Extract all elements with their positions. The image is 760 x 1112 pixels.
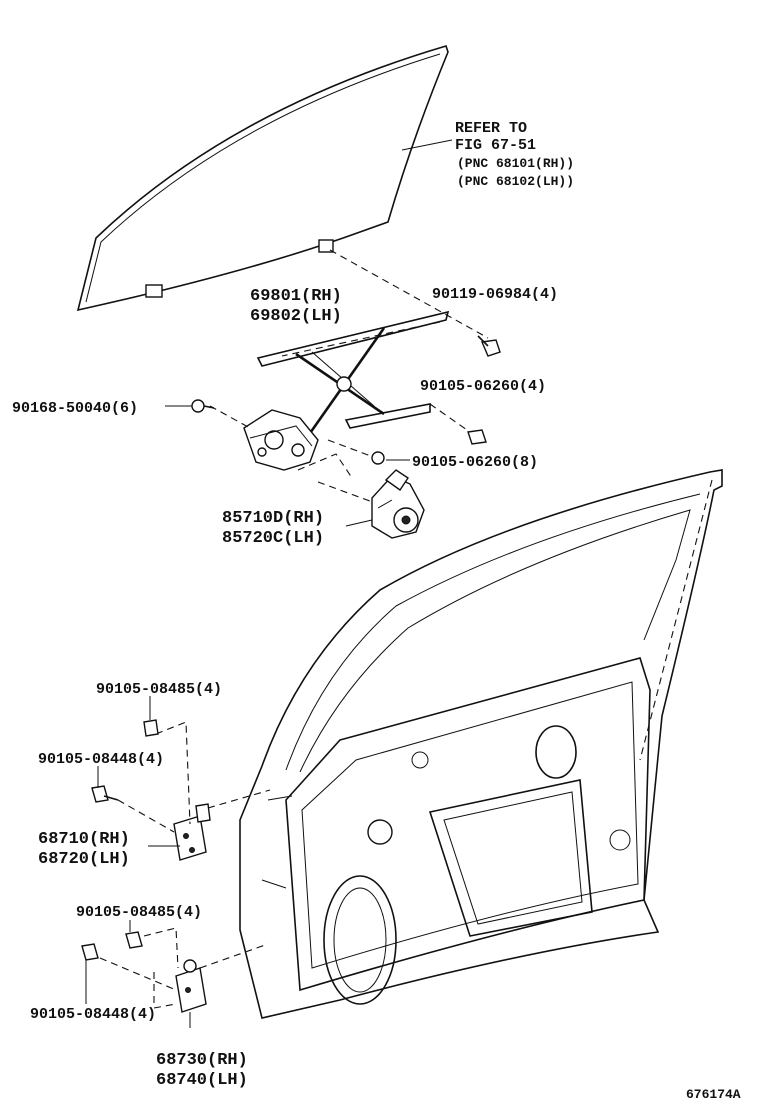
bolt-90105-06260-8-label: 90105-06260(8): [412, 454, 538, 471]
upper-bolt-a-label: 90105-08485(4): [96, 681, 222, 698]
upper-hinge-label-rh: 68710(RH): [38, 830, 130, 849]
lower-hinge-dashed-links: [99, 927, 269, 1009]
upper-bolt-b-label: 90105-08448(4): [38, 751, 164, 768]
regulator-label-lh: 69802(LH): [250, 307, 342, 326]
bolt-90119-label: 90119-06984(4): [432, 286, 558, 303]
door-panel: [239, 469, 723, 1019]
upper-hinge-dashed-links: [117, 721, 271, 833]
refer-line-3: (PNC 68101(RH)): [457, 156, 574, 171]
bolt-90105-06260-4-icon: [467, 429, 487, 445]
regulator-label-rh: 69801(RH): [250, 287, 342, 306]
regulator-motor: [371, 469, 425, 539]
motor-label-lh: 85720C(LH): [222, 529, 324, 548]
lower-bolt-b-icon: [81, 943, 99, 961]
bolt-90119-icon: [477, 335, 501, 357]
lower-hinge: [175, 959, 207, 1013]
regulator-dashed-links: [209, 249, 489, 505]
figure-id: 676174A: [686, 1087, 741, 1102]
refer-leader: [401, 139, 453, 151]
lower-bolt-b-label: 90105-08448(4): [30, 1006, 156, 1023]
window-regulator: [243, 310, 450, 471]
lower-bolt-a-label: 90105-08485(4): [76, 904, 202, 921]
upper-bolt-a-icon: [143, 719, 159, 737]
upper-bolt-b-icon: [91, 785, 119, 803]
motor-label-rh: 85710D(RH): [222, 509, 324, 528]
bolt-90105-06260-8-icon: [371, 451, 385, 465]
refer-line-1: REFER TO: [455, 120, 527, 137]
upper-hinge-label-lh: 68720(LH): [38, 850, 130, 869]
door-glass: [76, 45, 449, 312]
refer-line-4: (PNC 68102(LH)): [457, 174, 574, 189]
lower-hinge-label-rh: 68730(RH): [156, 1051, 248, 1070]
bolt-90168-label: 90168-50040(6): [12, 400, 138, 417]
refer-line-2: FIG 67-51: [455, 137, 536, 154]
lower-hinge-label-lh: 68740(LH): [156, 1071, 248, 1090]
lower-bolt-a-icon: [125, 931, 143, 949]
bolt-90105-06260-4-label: 90105-06260(4): [420, 378, 546, 395]
leader-motor: [345, 519, 373, 527]
upper-hinge: [173, 803, 211, 861]
